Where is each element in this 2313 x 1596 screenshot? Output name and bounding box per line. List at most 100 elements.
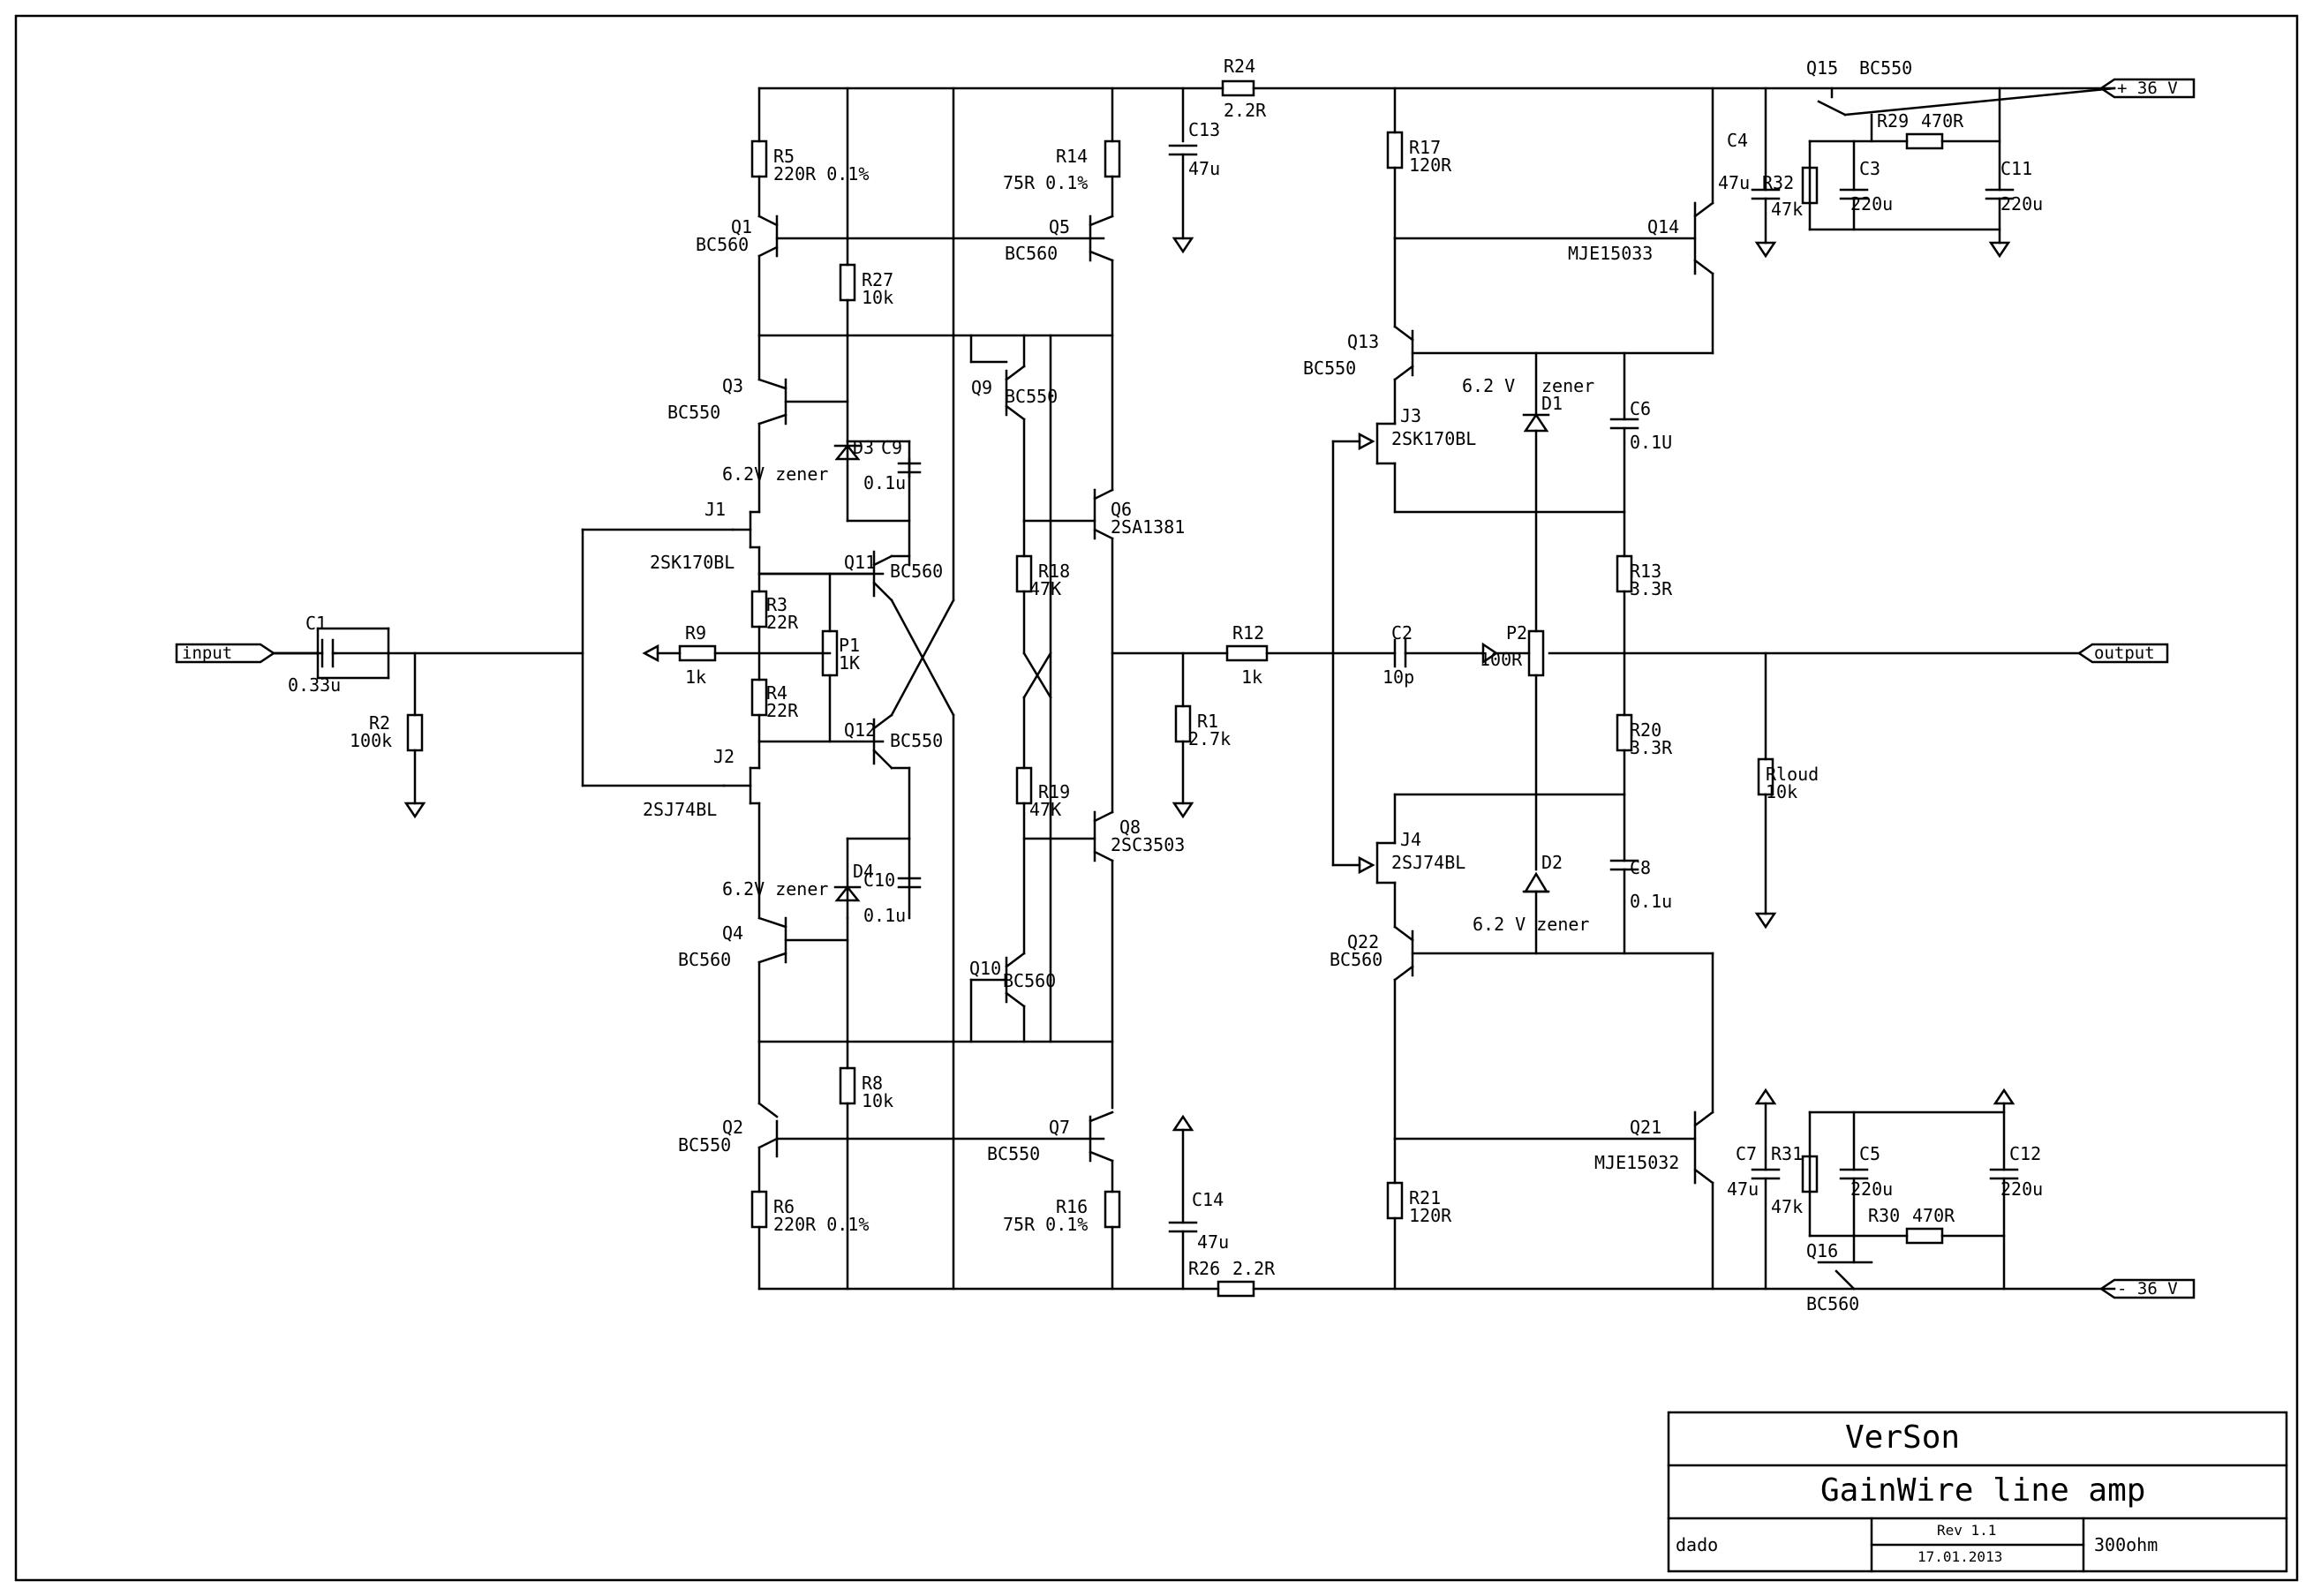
label-c12-value: 220u: [2000, 1178, 2044, 1200]
label-q1: Q1: [731, 216, 753, 237]
label-r29-value: 470R: [1921, 110, 1964, 132]
label-q3: Q3: [722, 375, 744, 396]
port-input-label: input: [182, 644, 233, 663]
label-q22: Q22: [1347, 931, 1380, 952]
label-r27-value: 10k: [862, 287, 894, 308]
label-q21-type: MJE15032: [1594, 1152, 1680, 1173]
label-r16: R16: [1056, 1196, 1089, 1217]
port-input: [175, 643, 276, 664]
label-q4-type: BC560: [678, 949, 732, 970]
label-c6: C6: [1630, 398, 1652, 419]
label-q5: Q5: [1049, 216, 1071, 237]
label-j4-type: 2SJ74BL: [1391, 852, 1466, 873]
label-p2: P2: [1506, 622, 1528, 644]
label-zener-3b: zener: [1541, 375, 1595, 396]
label-c4-value: 47u: [1718, 172, 1751, 193]
label-c11: C11: [2000, 158, 2033, 179]
label-q16: Q16: [1806, 1240, 1839, 1261]
label-c5: C5: [1859, 1143, 1881, 1164]
label-q22-type: BC560: [1330, 949, 1383, 970]
label-r21-value: 120R: [1409, 1205, 1452, 1226]
label-q6: Q6: [1111, 499, 1133, 520]
label-q2: Q2: [722, 1117, 744, 1138]
title-date: 17.01.2013: [1917, 1548, 2003, 1565]
label-q2-type: BC550: [678, 1134, 732, 1156]
label-q11: Q11: [844, 552, 877, 573]
label-r13-value: 3.3R: [1630, 578, 1673, 599]
output-wiring: [1358, 87, 2081, 1291]
label-r1: R1: [1197, 711, 1219, 732]
label-rload-value: 10k: [1766, 781, 1798, 802]
label-r9-value: 1k: [685, 666, 707, 688]
label-r5-value: 220R 0.1%: [773, 163, 870, 184]
label-d3: D3: [853, 437, 875, 458]
label-r19-value: 47K: [1029, 799, 1062, 820]
label-c11-value: 220u: [2000, 193, 2044, 215]
title-name: GainWire line amp: [1820, 1472, 2146, 1509]
label-r14: R14: [1056, 146, 1089, 167]
label-r12-value: 1k: [1241, 666, 1263, 688]
label-c1-value: 0.33u: [288, 674, 342, 696]
label-q5-type: BC560: [1005, 243, 1059, 264]
input-wiring: [272, 528, 735, 819]
label-j4: J4: [1400, 829, 1422, 850]
label-d4: D4: [853, 861, 875, 882]
label-c9-value: 0.1u: [863, 472, 907, 493]
label-j3: J3: [1400, 405, 1422, 426]
label-c13: C13: [1188, 119, 1221, 140]
label-c8-value: 0.1u: [1630, 891, 1673, 912]
label-r14-value: 75R 0.1%: [1003, 172, 1089, 193]
label-r9: R9: [685, 622, 707, 644]
label-c13-value: 47u: [1188, 158, 1221, 179]
label-r16-value: 75R 0.1%: [1003, 1214, 1089, 1235]
title-block-frame: [1667, 1411, 2288, 1573]
label-q3-type: BC550: [667, 402, 721, 423]
label-q16-type: BC560: [1806, 1293, 1860, 1314]
label-q10-type: BC560: [1003, 970, 1057, 991]
driver-wiring: [952, 79, 1499, 1298]
label-r18: R18: [1038, 561, 1071, 582]
label-q15: Q15: [1806, 57, 1839, 79]
label-p2-value: 100R: [1480, 649, 1523, 670]
label-r5: R5: [773, 146, 795, 167]
label-q7: Q7: [1049, 1117, 1071, 1138]
label-r17: R17: [1409, 137, 1442, 158]
port-output-label: output: [2094, 644, 2155, 663]
label-r17-value: 120R: [1409, 154, 1452, 176]
label-r27: R27: [862, 269, 894, 290]
label-q1-type: BC560: [696, 234, 750, 255]
label-j2: J2: [713, 746, 735, 767]
sheet-border: [14, 14, 2299, 1582]
label-q15-type: BC550: [1859, 57, 1913, 79]
title-company: VerSon: [1845, 1419, 1961, 1456]
label-c6-value: 0.1U: [1630, 432, 1673, 453]
label-q13: Q13: [1347, 331, 1380, 352]
label-q10: Q10: [969, 958, 1002, 979]
label-q13-type: BC550: [1303, 358, 1357, 379]
port-vplus: [2098, 78, 2196, 99]
label-c1: C1: [305, 613, 328, 634]
label-c3-value: 220u: [1850, 193, 1894, 215]
title-revision: Rev 1.1: [1937, 1522, 1997, 1539]
label-r32: R32: [1762, 172, 1795, 193]
title-author: dado: [1676, 1534, 1719, 1555]
label-r20: R20: [1630, 719, 1662, 741]
label-c14: C14: [1192, 1189, 1224, 1210]
label-q8-type: 2SC3503: [1111, 834, 1186, 855]
label-r26-value: 2.2R: [1232, 1258, 1276, 1279]
label-c2-value: 10p: [1383, 666, 1415, 688]
label-r31: R31: [1771, 1143, 1804, 1164]
label-r21: R21: [1409, 1187, 1442, 1208]
label-q14-type: MJE15033: [1568, 243, 1654, 264]
label-q9-type: BC550: [1005, 386, 1059, 407]
label-j3-type: 2SK170BL: [1391, 428, 1477, 449]
label-q12-type: BC550: [890, 730, 944, 751]
label-c12: C12: [2009, 1143, 2042, 1164]
label-q8: Q8: [1119, 817, 1141, 838]
label-r26: R26: [1188, 1258, 1221, 1279]
label-c7: C7: [1736, 1143, 1758, 1164]
label-d2: D2: [1541, 852, 1563, 873]
label-r24-value: 2.2R: [1224, 100, 1267, 121]
label-r13: R13: [1630, 561, 1662, 582]
